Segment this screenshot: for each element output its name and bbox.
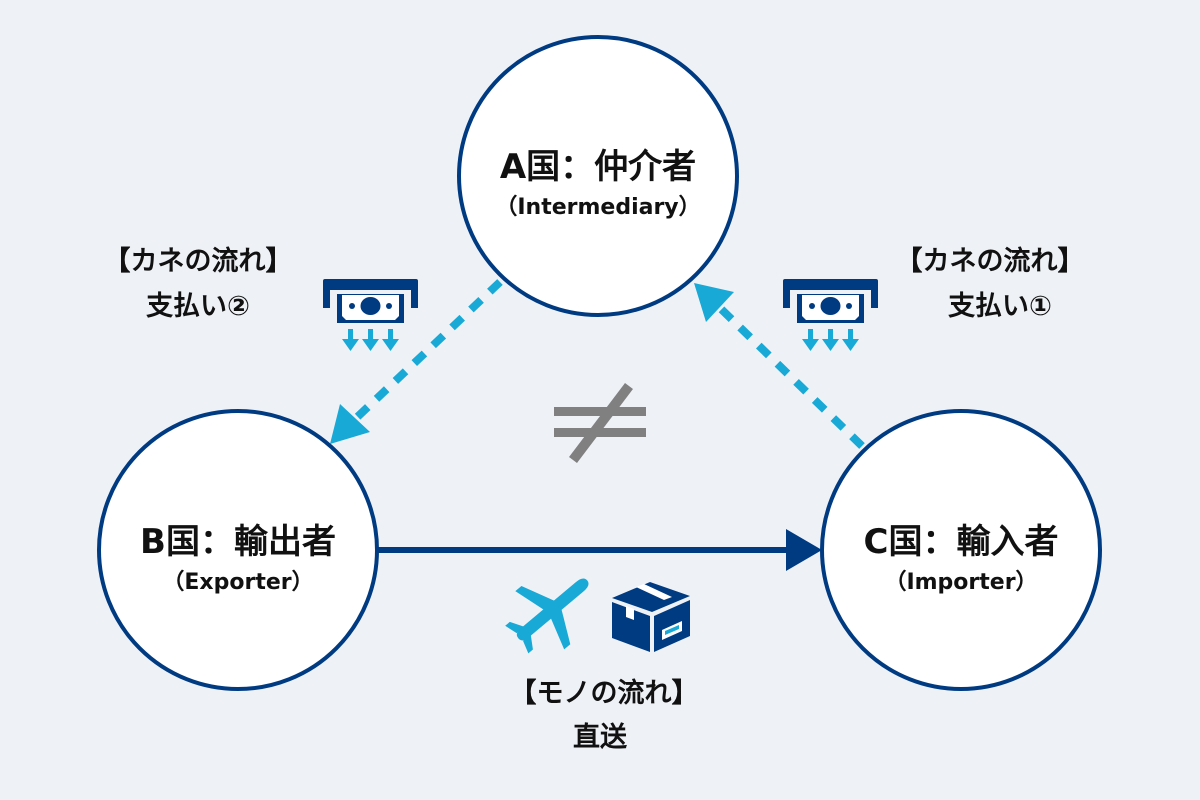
goods-flow-label: 【モノの流れ】 直送	[510, 678, 699, 753]
node-subtitle: （Exporter）	[162, 570, 313, 595]
money-flow-heading: 【カネの流れ】	[104, 246, 293, 277]
node-subtitle: （Intermediary）	[495, 195, 700, 220]
node-a-intermediary: A国：仲介者 （Intermediary）	[457, 35, 739, 317]
goods-flow-heading: 【モノの流れ】	[510, 678, 699, 709]
node-title: A国：仲介者	[500, 147, 696, 187]
money-flow-arrow-payment-2	[330, 279, 503, 444]
money-flow-label: 支払い②	[146, 291, 250, 322]
node-circle	[97, 409, 379, 691]
node-circle	[457, 35, 739, 317]
money-flow-label-left: 【カネの流れ】 支払い②	[104, 246, 293, 322]
dashed-line	[713, 301, 865, 449]
package-box-icon	[612, 582, 690, 652]
cash-payment-icon	[323, 279, 418, 351]
money-flow-arrow-payment-1	[694, 283, 865, 449]
dashed-line	[349, 279, 503, 425]
arrowhead-icon	[330, 404, 370, 444]
node-title: B国：輸出者	[140, 522, 336, 562]
node-c-importer: C国：輸入者 （Importer）	[820, 409, 1102, 691]
money-flow-label: 支払い①	[948, 291, 1052, 322]
cash-payment-icon	[783, 279, 878, 351]
money-flow-heading: 【カネの流れ】	[896, 246, 1085, 277]
arrowhead-icon	[786, 529, 822, 571]
node-circle	[820, 409, 1102, 691]
not-equal-icon	[554, 382, 646, 464]
node-title: C国：輸入者	[864, 522, 1059, 562]
node-subtitle: （Importer）	[884, 570, 1037, 595]
goods-flow-arrow	[378, 529, 822, 571]
node-b-exporter: B国：輸出者 （Exporter）	[97, 409, 379, 691]
money-flow-label-right: 【カネの流れ】 支払い①	[896, 246, 1085, 322]
arrowhead-icon	[694, 283, 734, 322]
airplane-icon	[505, 578, 589, 654]
goods-flow-method: 直送	[573, 722, 627, 753]
